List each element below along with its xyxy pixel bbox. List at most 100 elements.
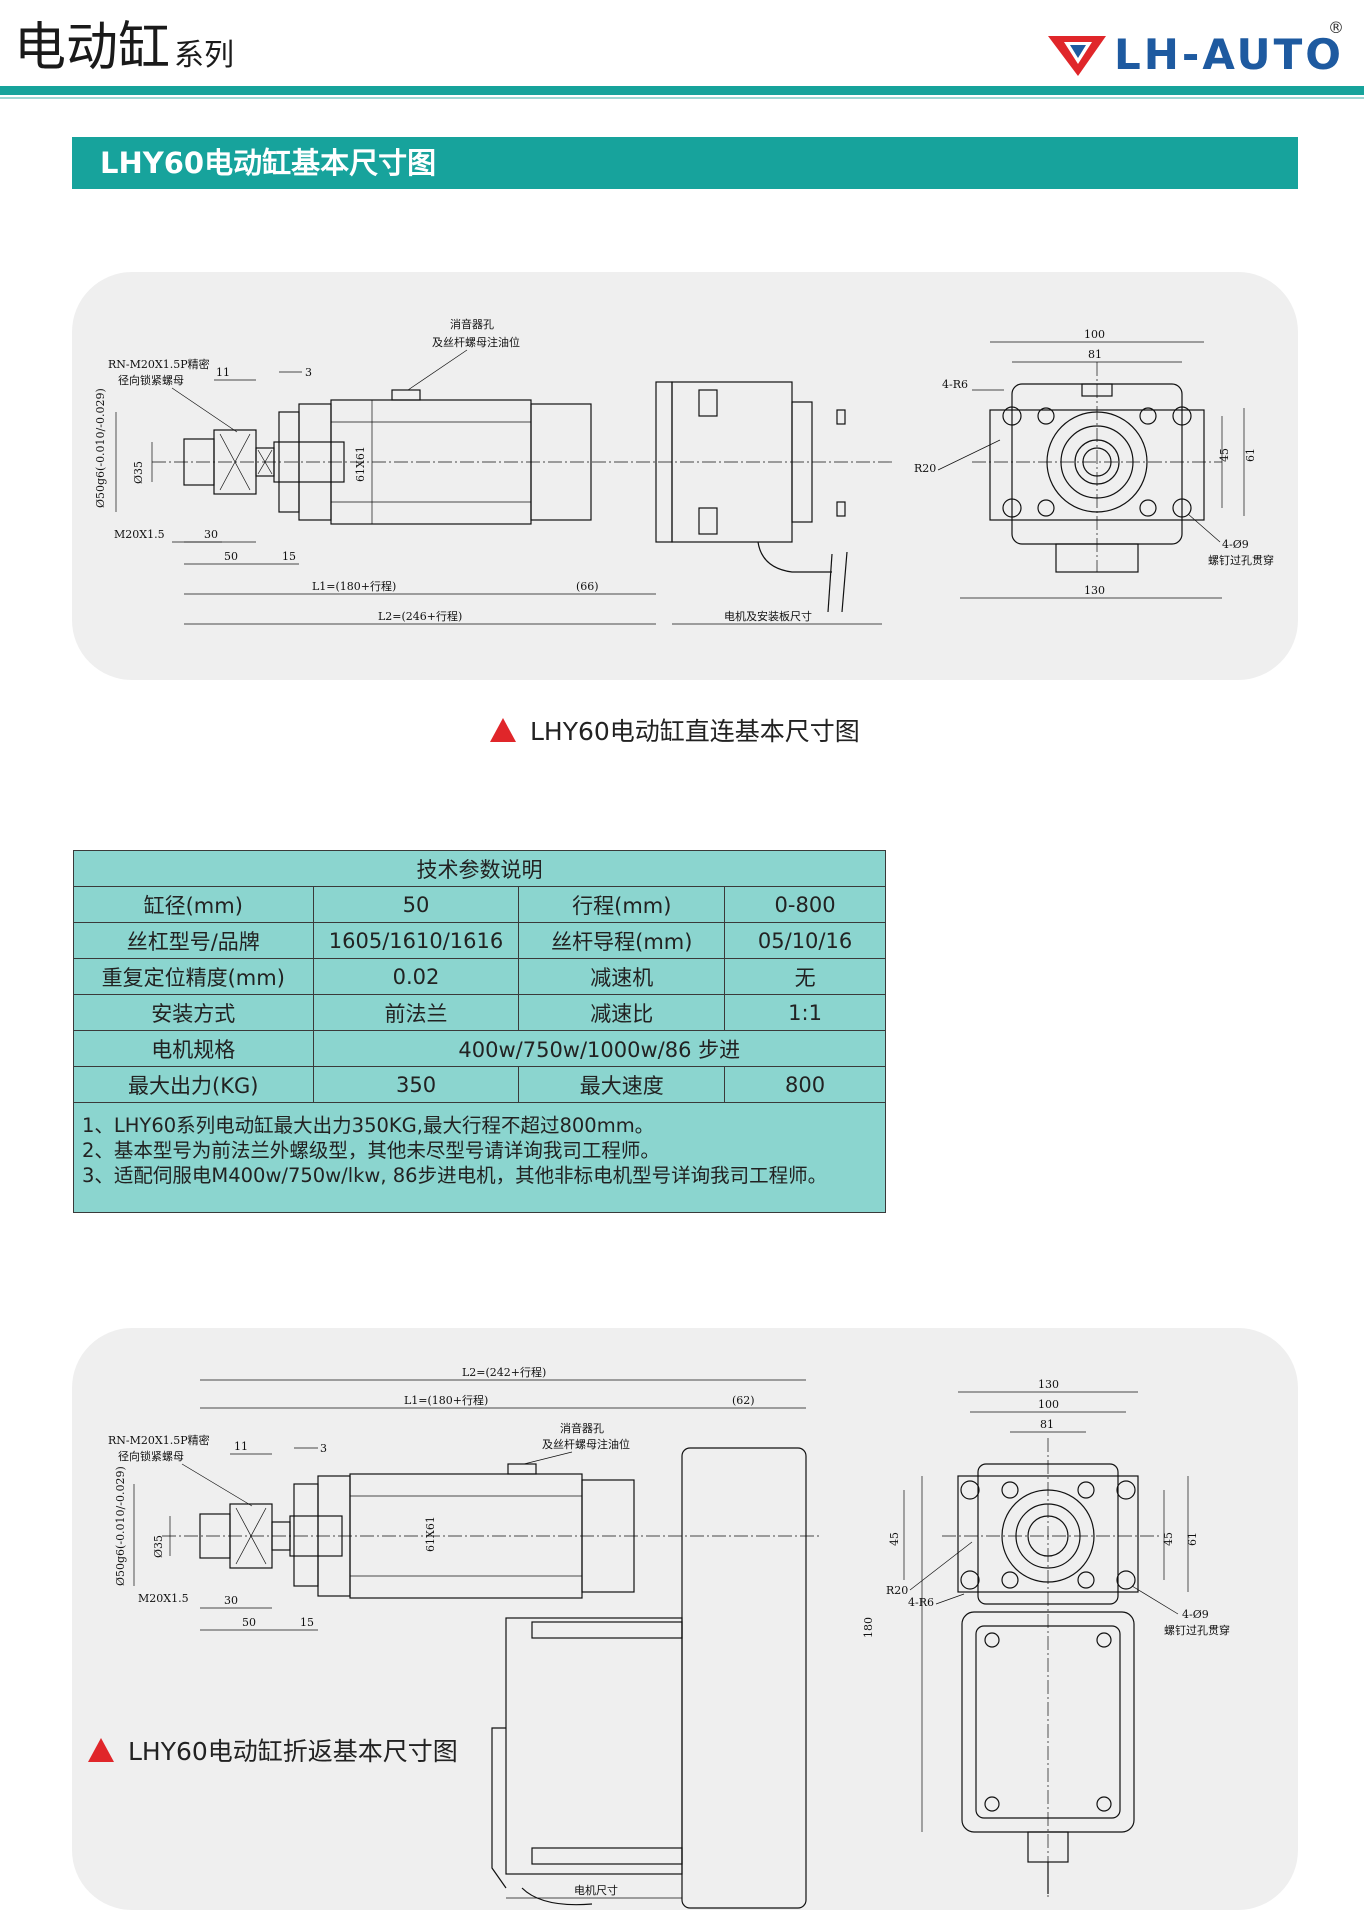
logo-mark-icon [1047, 36, 1106, 76]
drawing2-caption: LHY60电动缸折返基本尺寸图 [88, 1732, 458, 1768]
title-subtitle: 系列 [174, 38, 235, 73]
note-2: 2、基本型号为前法兰外螺级型，其他未尽型号请详询我司工程师。 [82, 1139, 660, 1162]
dim-l2: L2=(246+行程) [378, 610, 462, 623]
folded-front-view [942, 1438, 1162, 1898]
dim2-l2: L2=(242+行程) [462, 1366, 546, 1379]
dim2-phi50: Ø50g6(-0.010/-0.029) [114, 1466, 127, 1586]
triangle-icon [88, 1738, 114, 1762]
drawing-panel-direct: RN-M20X1.5P精密 径向锁紧螺母 消音器孔 及丝杆螺母注油位 11 3 … [72, 272, 1298, 680]
label2-motor-size: 电机尺寸 [574, 1883, 618, 1897]
dim-61x61: 61X61 [354, 446, 367, 482]
drawing1-caption: LHY60电动缸直连基本尺寸图 [490, 712, 860, 748]
dim2-r20: R20 [886, 1584, 908, 1597]
label-motor-size: 电机及安装板尺寸 [724, 609, 812, 623]
table-cell: 1605/1610/1616 [312, 922, 520, 959]
table-row: 安装方式 前法兰 减速比 1:1 [73, 994, 886, 1031]
table-cell: 安装方式 [73, 994, 314, 1031]
side-view-dimensions: RN-M20X1.5P精密 径向锁紧螺母 消音器孔 及丝杆螺母注油位 11 3 … [94, 317, 882, 625]
folded-side-dimensions: L2=(242+行程) L1=(180+行程) (62) RN-M20X1.5P… [108, 1366, 806, 1899]
front-view-dimensions: 100 81 4-R6 R20 45 61 4-Ø9 螺钉过孔贯穿 130 [914, 328, 1274, 599]
table-cell: 减速比 [518, 994, 726, 1031]
dim2-l1: L1=(180+行程) [404, 1394, 488, 1407]
dim2-45b: 45 [1162, 1532, 1175, 1546]
folded-front-dimensions: 130 100 81 45 R20 45 61 4-R6 4-Ø9 螺钉过孔贯穿… [862, 1378, 1230, 1832]
dim2-45a: 45 [888, 1532, 901, 1546]
direct-dimension-drawing: RN-M20X1.5P精密 径向锁紧螺母 消音器孔 及丝杆螺母注油位 11 3 … [94, 317, 1274, 625]
drawing1-caption-text: LHY60电动缸直连基本尺寸图 [530, 717, 860, 746]
dim2-15: 15 [300, 1616, 314, 1629]
dim2-50: 50 [242, 1616, 256, 1629]
front-view [972, 362, 1222, 573]
dim-phi50: Ø50g6(-0.010/-0.029) [94, 388, 107, 508]
dim-m20: M20X1.5 [114, 528, 165, 541]
header-divider-thin [0, 97, 1364, 99]
table-cell: 丝杆导程(mm) [518, 922, 726, 959]
dim2-4-r6: 4-R6 [908, 1596, 934, 1609]
dim-hole-2: 螺钉过孔贯穿 [1208, 553, 1274, 567]
table-cell: 电机规格 [73, 1030, 314, 1067]
dim-r20: R20 [914, 462, 936, 475]
dim2-130: 130 [1038, 1378, 1059, 1391]
spec-table: 技术参数说明 缸径(mm) 50 行程(mm) 0-800 丝杠型号/品牌 16… [73, 850, 887, 1213]
dim-3: 3 [305, 366, 312, 379]
brand-name: LH-AUTO [1113, 29, 1344, 79]
table-cell: 400w/750w/1000w/86 步进 [312, 1030, 887, 1067]
dim2-180: 180 [862, 1617, 875, 1638]
drawing2-caption-text: LHY60电动缸折返基本尺寸图 [128, 1737, 458, 1766]
folded-side-view [162, 1447, 822, 1909]
table-cell: 50 [312, 886, 520, 923]
header-divider [0, 86, 1364, 95]
dim-15: 15 [282, 550, 296, 563]
title-text: 电动缸 [14, 18, 171, 78]
table-cell: 最大速度 [518, 1066, 726, 1103]
dim-hole: 4-Ø9 [1222, 538, 1249, 551]
label-nut: RN-M20X1.5P精密 [108, 357, 210, 371]
dim-130: 130 [1084, 584, 1105, 597]
dim-45: 45 [1218, 448, 1231, 462]
note-1: 1、LHY60系列电动缸最大出力350KG,最大行程不超过800mm。 [82, 1114, 655, 1137]
label2-muffler: 消音器孔 [560, 1421, 604, 1435]
table-cell: 1:1 [724, 994, 886, 1031]
dim2-hole-2: 螺钉过孔贯穿 [1164, 1623, 1230, 1637]
table-cell: 行程(mm) [518, 886, 726, 923]
table-cell: 前法兰 [312, 994, 520, 1031]
section-title: LHY60电动缸基本尺寸图 [100, 146, 437, 180]
dim-66: (66) [576, 580, 599, 593]
table-row: 重复定位精度(mm) 0.02 减速机 无 [73, 958, 886, 995]
table-row: 最大出力(KG) 350 最大速度 800 [73, 1066, 886, 1103]
side-view [152, 381, 892, 613]
table-title: 技术参数说明 [73, 850, 886, 887]
dim-l1: L1=(180+行程) [312, 580, 396, 593]
label-muffler-2: 及丝杆螺母注油位 [432, 335, 520, 349]
brand-logo: LH-AUTO ® [1047, 18, 1344, 84]
table-cell: 重复定位精度(mm) [73, 958, 314, 995]
label-muffler: 消音器孔 [450, 317, 494, 331]
table-cell: 350 [312, 1066, 520, 1103]
dim-4-r6: 4-R6 [942, 378, 968, 391]
page-title: 电动缸系列 [14, 18, 234, 86]
dim2-100: 100 [1038, 1398, 1059, 1411]
dim2-3: 3 [320, 1442, 327, 1455]
drawing-panel-folded: L2=(242+行程) L1=(180+行程) (62) RN-M20X1.5P… [72, 1328, 1298, 1910]
dim2-phi35: Ø35 [152, 1535, 165, 1558]
table-cell: 最大出力(KG) [73, 1066, 314, 1103]
table-row: 丝杠型号/品牌 1605/1610/1616 丝杆导程(mm) 05/10/16 [73, 922, 886, 959]
table-notes: 1、LHY60系列电动缸最大出力350KG,最大行程不超过800mm。 2、基本… [73, 1102, 886, 1213]
label2-nut: RN-M20X1.5P精密 [108, 1433, 210, 1447]
dim-11: 11 [216, 366, 230, 379]
dim2-62: (62) [732, 1394, 755, 1407]
table-cell: 05/10/16 [724, 922, 886, 959]
table-cell: 无 [724, 958, 886, 995]
triangle-icon [490, 718, 516, 742]
dim-phi35: Ø35 [132, 461, 145, 484]
dim2-30: 30 [224, 1594, 238, 1607]
table-cell: 丝杠型号/品牌 [73, 922, 314, 959]
section-title-bar: LHY60电动缸基本尺寸图 [72, 137, 1298, 189]
dim-50: 50 [224, 550, 238, 563]
label2-muffler-2: 及丝杆螺母注油位 [542, 1437, 630, 1451]
label-nut-2: 径向锁紧螺母 [118, 373, 184, 387]
dim2-hole: 4-Ø9 [1182, 1608, 1209, 1621]
table-row: 缸径(mm) 50 行程(mm) 0-800 [73, 886, 886, 923]
table-row-motor: 电机规格 400w/750w/1000w/86 步进 [73, 1030, 887, 1067]
dim-61: 61 [1244, 448, 1257, 462]
